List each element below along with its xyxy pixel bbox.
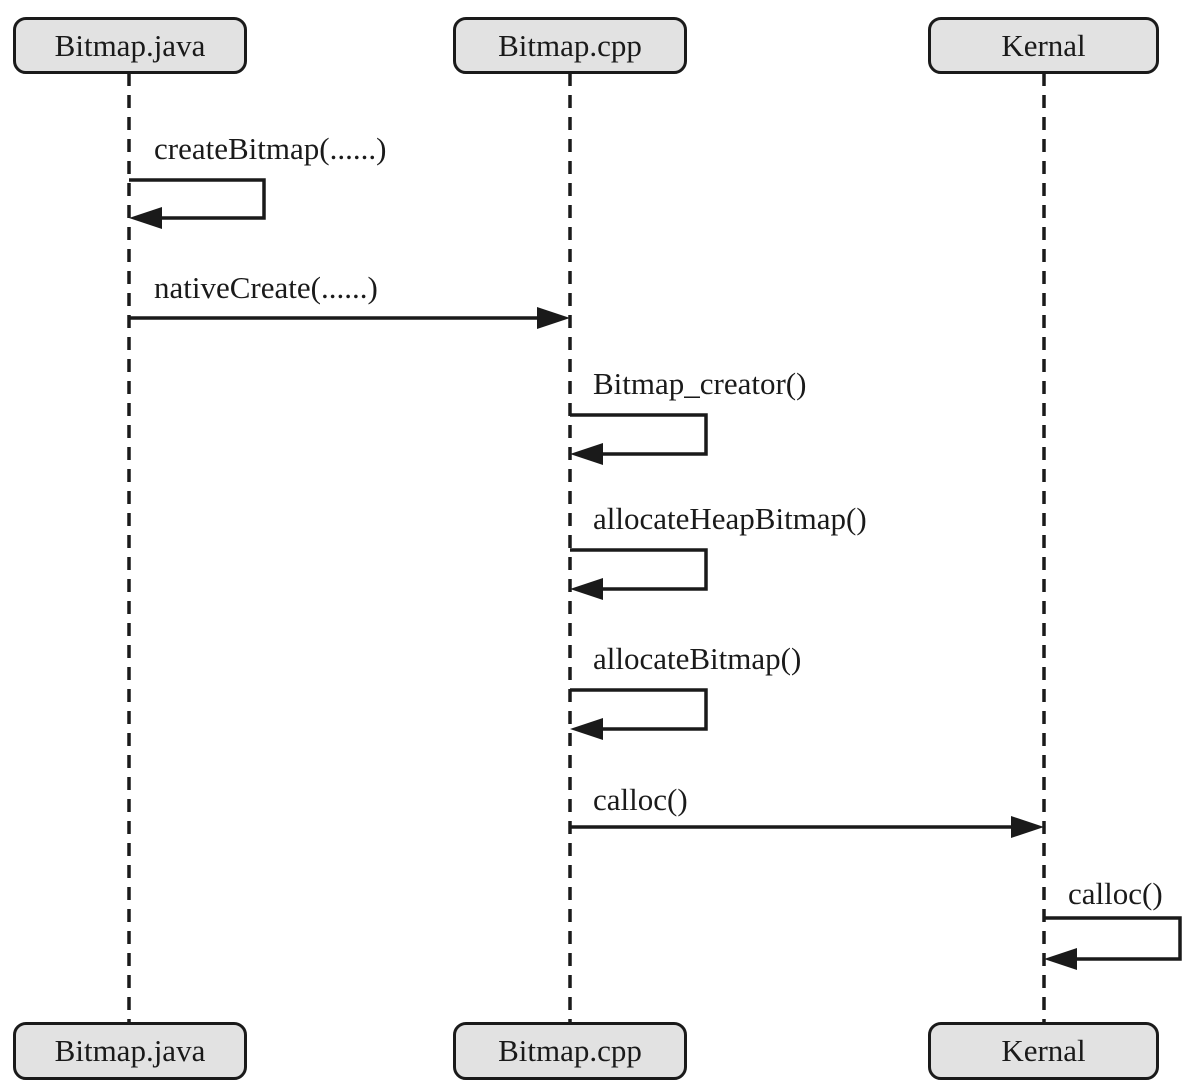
message-label-calloc-kernal: calloc() bbox=[1068, 876, 1163, 911]
message-label-calloc: calloc() bbox=[593, 782, 688, 817]
actor-box-top-bitmap-java: Bitmap.java bbox=[13, 17, 247, 74]
message-label-create-bitmap: createBitmap(......) bbox=[154, 131, 387, 166]
actor-box-bottom-kernal: Kernal bbox=[928, 1022, 1159, 1080]
arrowhead-icon bbox=[570, 443, 603, 465]
actor-box-bottom-bitmap-cpp: Bitmap.cpp bbox=[453, 1022, 687, 1080]
self-message-allocate-bitmap bbox=[570, 688, 708, 731]
message-label-native-create: nativeCreate(......) bbox=[154, 270, 378, 305]
actor-label: Bitmap.cpp bbox=[498, 27, 642, 63]
arrowhead-icon bbox=[570, 578, 603, 600]
actor-box-bottom-bitmap-java: Bitmap.java bbox=[13, 1022, 247, 1080]
self-message-allocate-heap-bitmap bbox=[570, 548, 708, 591]
actor-label: Kernal bbox=[1001, 1033, 1086, 1068]
actor-label: Bitmap.cpp bbox=[498, 1033, 642, 1068]
actor-label: Bitmap.java bbox=[54, 27, 206, 63]
actor-label: Kernal bbox=[1001, 27, 1086, 63]
message-label-allocate-heap-bitmap: allocateHeapBitmap() bbox=[593, 501, 867, 536]
arrowhead-icon bbox=[1044, 948, 1077, 970]
arrowhead-icon bbox=[129, 207, 162, 229]
arrowhead-icon bbox=[570, 718, 603, 740]
self-message-bitmap-creator bbox=[570, 413, 708, 456]
message-label-allocate-bitmap: allocateBitmap() bbox=[593, 641, 802, 676]
message-label-bitmap-creator: Bitmap_creator() bbox=[593, 366, 807, 401]
arrowhead-icon bbox=[1011, 816, 1044, 838]
actor-label: Bitmap.java bbox=[54, 1033, 206, 1068]
actor-box-top-bitmap-cpp: Bitmap.cpp bbox=[453, 17, 687, 74]
arrowhead-icon bbox=[537, 307, 570, 329]
actor-box-top-kernal: Kernal bbox=[928, 17, 1159, 74]
self-message-create-bitmap bbox=[129, 178, 266, 220]
self-message-calloc-kernal bbox=[1044, 916, 1182, 961]
